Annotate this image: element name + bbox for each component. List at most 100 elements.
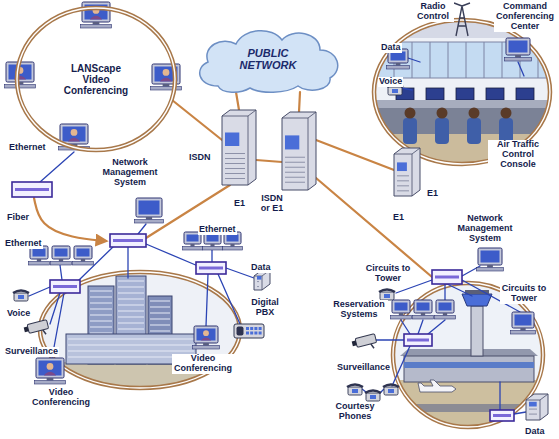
screen: [77, 249, 90, 257]
label-slot: Courtesy Phones: [330, 402, 380, 422]
pbx-key: [250, 327, 253, 330]
switch-panel: [435, 276, 459, 279]
trunk-line: [256, 160, 282, 162]
camera-lens: [24, 327, 29, 333]
tower-slot: [225, 178, 245, 179]
caller-face: [47, 363, 54, 370]
switch-body: [110, 234, 146, 247]
building-windows: [118, 293, 144, 294]
building-windows: [90, 309, 112, 310]
screen: [439, 303, 452, 311]
keyboard: [387, 66, 410, 70]
keyboard: [413, 316, 434, 320]
pbx-handset: [237, 327, 244, 336]
label-slot: Network Management System: [455, 214, 515, 244]
building-windows: [90, 291, 112, 292]
tower-slot: [285, 172, 305, 173]
phone-keypad: [370, 395, 376, 399]
building-windows: [150, 331, 170, 332]
callout-label: Video Conferencing: [30, 388, 92, 408]
callout-label: ISDN: [188, 153, 212, 163]
stand: [47, 378, 54, 381]
screen: [33, 249, 46, 257]
callout-label: Ethernet: [8, 143, 47, 153]
tower-slot: [225, 158, 245, 159]
callout-label: Courtesy Phones: [330, 402, 380, 422]
site-ring: [393, 283, 543, 427]
computer-icon: [73, 246, 94, 265]
console-screen: [486, 88, 504, 100]
lan-wire: [60, 265, 62, 280]
keyboard: [29, 262, 50, 266]
terminal-building: [404, 356, 534, 382]
tower-slot: [285, 182, 305, 183]
callout-label: E1: [426, 189, 439, 199]
monitor: [506, 38, 530, 55]
tower-slot: [285, 157, 305, 158]
stand: [93, 22, 100, 25]
caller-face: [163, 69, 170, 76]
stand: [230, 244, 234, 247]
stand: [515, 55, 521, 58]
tower-badge: [529, 402, 537, 407]
trunk-line: [172, 100, 222, 140]
screen: [395, 303, 408, 311]
tower-body: [254, 270, 270, 290]
monitor: [136, 198, 162, 217]
callout-label: ISDN or E1: [257, 194, 287, 214]
window-mullion: [502, 42, 503, 78]
label-slot: E1: [426, 182, 439, 200]
caller-shoulders: [160, 78, 172, 82]
switch-body: [404, 334, 432, 346]
building-windows: [150, 307, 170, 308]
label-slot: Video Conferencing: [172, 354, 234, 374]
pbx-key: [246, 332, 249, 335]
stand: [399, 313, 403, 316]
tower-slot: [225, 168, 245, 169]
tower-badge: [257, 276, 261, 280]
tower-badge: [397, 162, 407, 171]
stand: [520, 328, 525, 331]
computer-icon: [193, 326, 220, 349]
pbx-body: [234, 324, 264, 338]
label-slot: Data: [250, 256, 272, 274]
stand: [487, 265, 493, 268]
monitor: [414, 300, 432, 313]
tower-edge: [254, 270, 270, 290]
callout-label: Fiber: [6, 213, 30, 223]
tower-slot: [397, 190, 409, 191]
screen: [197, 329, 216, 341]
tower-body: [394, 148, 420, 196]
building-windows: [68, 351, 194, 352]
callout-label: Ethernet: [4, 239, 43, 249]
switch-panel: [493, 414, 511, 417]
callout-label: E1: [233, 199, 246, 209]
building-windows: [150, 301, 170, 302]
label-slot: Surveillance: [4, 340, 59, 358]
callout-label: Circuits to Tower: [364, 264, 412, 284]
telephone: [365, 391, 381, 402]
lan-wire: [428, 320, 445, 334]
switch-panel: [113, 239, 143, 242]
trunk-line: [236, 92, 239, 110]
stand: [37, 259, 41, 262]
telephone: [379, 290, 395, 301]
keyboard: [391, 316, 412, 320]
radio-antenna: [454, 3, 470, 36]
tower-body: [526, 394, 548, 420]
screen: [63, 127, 86, 142]
lan-wire: [138, 224, 146, 234]
operator-body: [467, 118, 481, 144]
label-slot: E1: [233, 192, 246, 210]
window-mullion: [466, 42, 467, 78]
keyboard: [5, 85, 36, 89]
monitor: [52, 246, 70, 259]
phone-handset: [365, 391, 381, 394]
node-label: LANScape Video Conferencing: [59, 63, 133, 96]
building-windows: [118, 323, 144, 324]
tower-slot: [529, 414, 537, 415]
building-windows: [90, 321, 112, 322]
keyboard: [203, 247, 223, 251]
phone-base: [380, 292, 394, 300]
lan-wire: [408, 58, 420, 62]
